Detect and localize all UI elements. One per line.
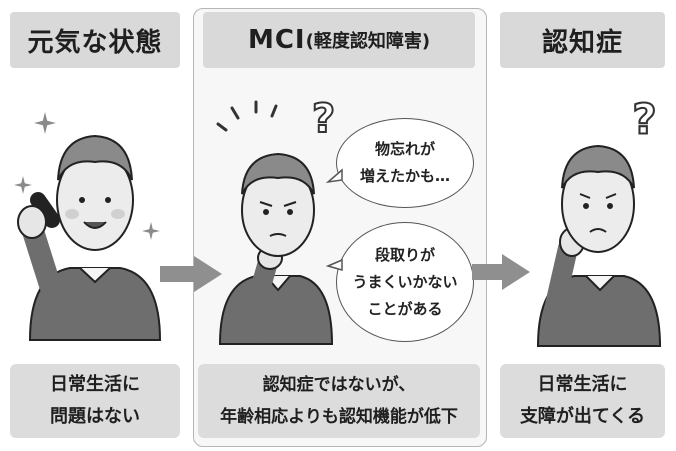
bubble-2-line-1: 段取りが — [374, 245, 435, 264]
question-mark-icon: ? — [631, 96, 657, 142]
elderly-man-dementia-icon — [536, 144, 662, 347]
sparkle-icon — [14, 176, 32, 194]
speech-bubble-tail-icon — [326, 258, 343, 271]
svg-text:?: ? — [632, 96, 656, 142]
caption-dementia-line-2: 支障が出てくる — [519, 406, 646, 427]
speech-bubble-tail-icon — [326, 168, 343, 184]
question-mark-icon: ? — [311, 96, 336, 140]
caption-dementia: 日常生活に 支障が出てくる — [500, 364, 665, 438]
caption-mci-line-2: 年齢相応よりも認知機能が低下 — [220, 407, 458, 427]
header-healthy-title: 元気な状態 — [27, 27, 163, 58]
header-mci-title: MCI — [247, 25, 306, 55]
header-dementia: 認知症 — [500, 12, 665, 68]
svg-text:?: ? — [312, 96, 335, 140]
bubble-1-line-2: 増えたかも… — [359, 167, 450, 185]
arrow-right-icon — [472, 254, 530, 290]
caption-healthy: 日常生活に 問題はない — [10, 364, 180, 438]
speech-bubble-forgetful: 物忘れが 増えたかも… — [336, 118, 474, 208]
header-dementia-title: 認知症 — [541, 27, 623, 58]
arrow-right-icon — [160, 256, 222, 292]
sparkle-icon — [34, 112, 56, 134]
elderly-man-healthy-icon — [17, 134, 162, 341]
sparkle-icon — [142, 222, 160, 240]
header-mci-subtitle: (軽度認知障害) — [305, 31, 431, 52]
stress-lines-icon — [216, 100, 278, 132]
caption-mci-line-1: 認知症ではないが、 — [262, 375, 416, 395]
caption-dementia-line-1: 日常生活に — [537, 374, 628, 395]
bubble-2-line-3: ことがある — [367, 299, 443, 318]
caption-healthy-line-2: 問題はない — [50, 406, 140, 427]
header-mci: MCI (軽度認知障害) — [203, 12, 475, 68]
caption-mci: 認知症ではないが、 年齢相応よりも認知機能が低下 — [198, 364, 480, 438]
caption-healthy-line-1: 日常生活に — [50, 374, 140, 395]
bubble-1-line-1: 物忘れが — [374, 140, 435, 158]
bubble-2-line-2: うまくいかない — [352, 272, 458, 291]
elderly-man-mci-icon — [218, 152, 334, 345]
header-healthy: 元気な状態 — [10, 12, 180, 68]
speech-bubble-planning: 段取りが うまくいかない ことがある — [336, 222, 474, 342]
